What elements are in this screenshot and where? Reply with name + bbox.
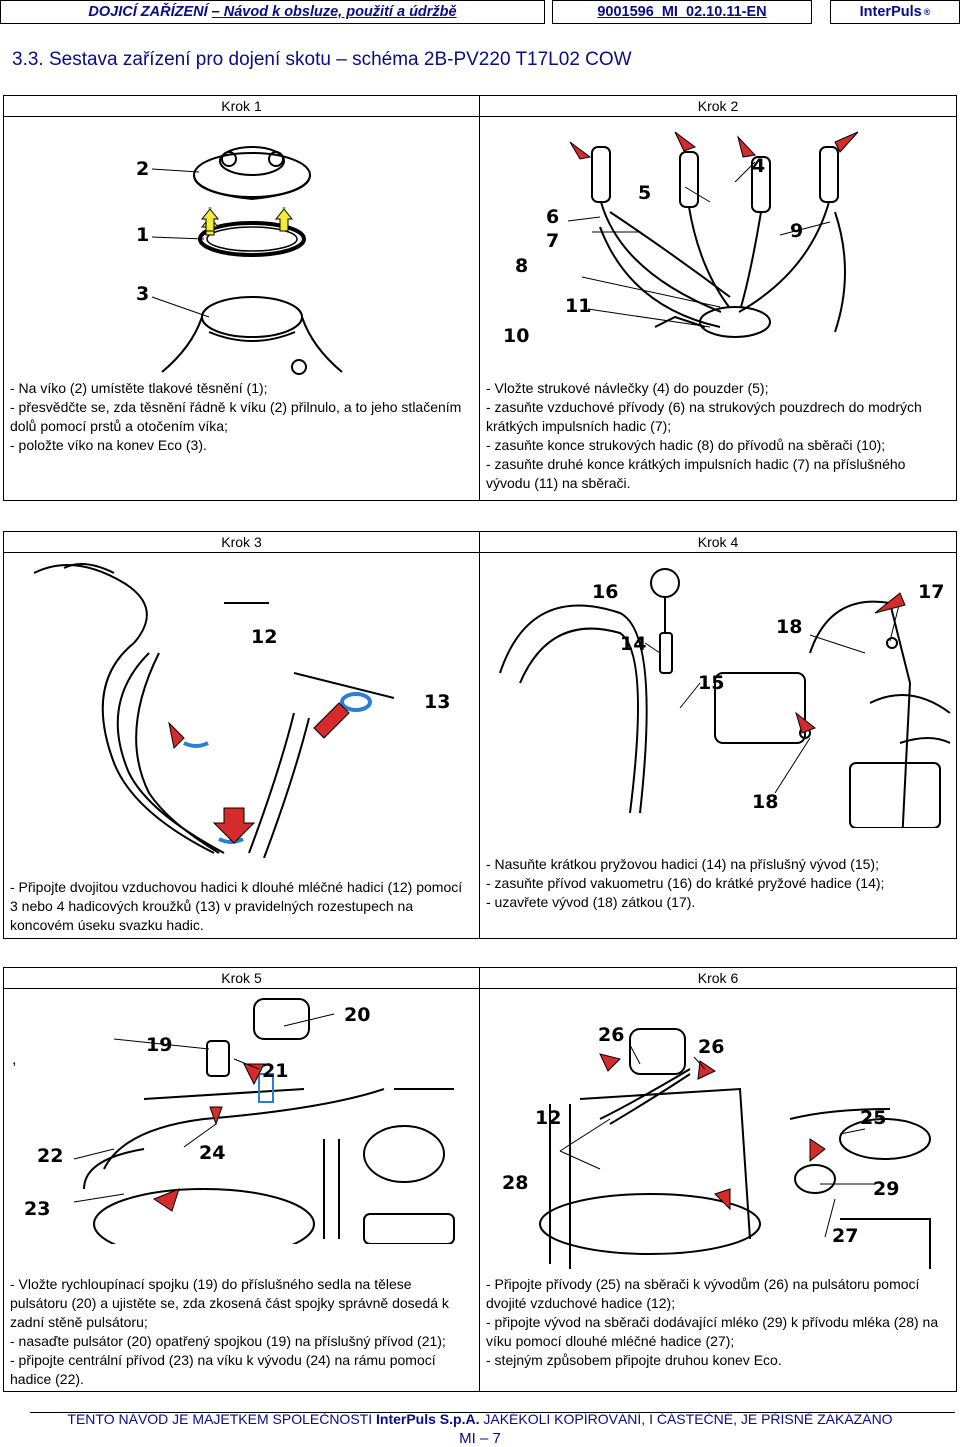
callout: 1 (136, 224, 149, 246)
steps-row-3: Krok 5 (3, 967, 957, 1392)
step-3-illustration: 12 13 (33, 563, 450, 858)
step-2: Krok 2 (480, 96, 956, 500)
callout: 20 (344, 1004, 370, 1026)
callout: 4 (752, 155, 765, 177)
callout: 18 (776, 616, 802, 638)
stray-mark: , (12, 1051, 16, 1068)
step-3-caption: - Připojte dvojitou vzduchovou hadici k … (10, 879, 463, 933)
step-4-caption: - Nasuňte krátkou pryžovou hadici (14) n… (486, 856, 885, 910)
callout: 17 (918, 581, 944, 603)
callout: 14 (620, 633, 646, 655)
step-5: Krok 5 (4, 968, 480, 1391)
step-label: Krok 6 (480, 968, 956, 989)
step-5-caption: - Vložte rychloupínací spojku (19) do př… (10, 1276, 449, 1387)
callout: 25 (860, 1107, 886, 1129)
document-title: DOJICÍ ZAŘÍZENÍ – Návod k obsluze, použi… (0, 0, 545, 24)
callout: 6 (546, 206, 559, 228)
callout: 10 (503, 325, 529, 347)
step-4-illustration: 16 17 18 14 15 18 (499, 568, 951, 828)
callout: 29 (873, 1178, 899, 1200)
callout: 11 (565, 295, 591, 317)
step-2-caption: - Vložte strukové návlečky (4) do pouzde… (486, 380, 922, 491)
callout: 2 (136, 158, 149, 180)
callout: 22 (37, 1145, 63, 1167)
step-6-illustration: 26 26 12 25 28 29 27 (502, 1024, 931, 1269)
steps-row-2: Krok 3 12 13 (3, 531, 957, 939)
callout: 12 (535, 1107, 561, 1129)
callout: 26 (598, 1024, 624, 1046)
step-label: Krok 2 (480, 96, 956, 117)
step-4: Krok 4 (480, 532, 956, 938)
callout: 28 (502, 1172, 528, 1194)
step-3: Krok 3 12 13 (4, 532, 480, 938)
step-1: Krok 1 (4, 96, 480, 500)
step-2-illustration: 4 5 6 7 8 9 11 10 (503, 131, 859, 347)
footer-notice: TENTO NÁVOD JE MAJETKEM SPOLEČNOSTI Inte… (67, 1411, 893, 1427)
callout: 13 (424, 691, 450, 713)
steps-row-1: Krok 1 (3, 95, 957, 501)
callout: 26 (698, 1036, 724, 1058)
callout: 23 (24, 1198, 50, 1220)
callout: 15 (698, 672, 724, 694)
step-6: Krok 6 (480, 968, 956, 1391)
step-label: Krok 1 (4, 96, 479, 117)
step-6-caption: - Připojte přívody (25) na sběrači k výv… (486, 1276, 939, 1368)
step-label: Krok 3 (4, 532, 479, 553)
callout: 19 (146, 1034, 172, 1056)
brand-name: InterPuls® (830, 0, 960, 24)
step-label: Krok 5 (4, 968, 479, 989)
step-5-illustration: 20 19 21 22 24 23 , (12, 998, 455, 1244)
callout: 16 (592, 581, 618, 603)
footer-divider (30, 1412, 955, 1413)
callout: 21 (262, 1060, 288, 1082)
step-1-illustration: 2 1 3 (136, 146, 343, 375)
callout: 18 (752, 791, 778, 813)
document-code: 9001596_MI_02.10.11-EN (552, 0, 812, 24)
section-title: 3.3. Sestava zařízení pro dojení skotu –… (12, 49, 632, 70)
callout: 5 (638, 182, 651, 204)
callout: 12 (251, 626, 277, 648)
callout: 3 (136, 283, 149, 305)
callout: 27 (832, 1225, 858, 1247)
callout: 8 (515, 255, 528, 277)
page-number: MI – 7 (459, 1430, 501, 1447)
callout: 7 (546, 230, 559, 252)
callout: 9 (790, 220, 803, 242)
callout: 24 (199, 1142, 225, 1164)
step-1-caption: - Na víko (2) umístěte tlakové těsnění (… (10, 380, 462, 453)
step-label: Krok 4 (480, 532, 956, 553)
